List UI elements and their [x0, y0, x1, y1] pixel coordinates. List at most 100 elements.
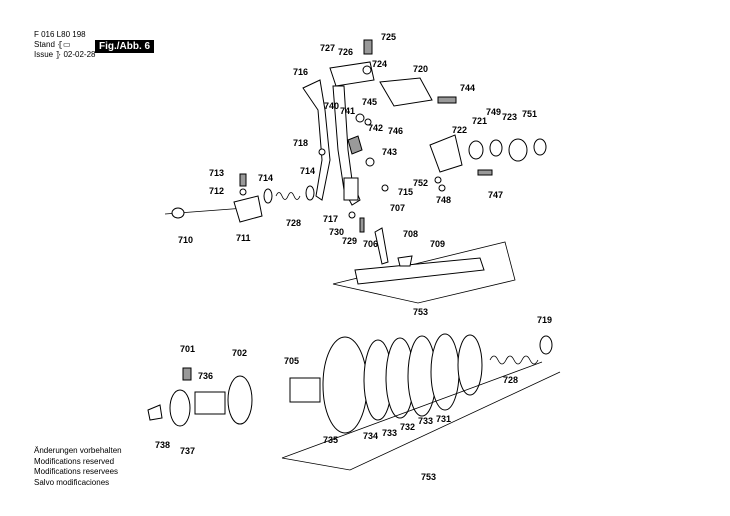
spring-728a — [275, 192, 301, 200]
drum-705 — [322, 336, 368, 434]
label-735: 735 — [323, 435, 338, 445]
label-711: 711 — [236, 233, 251, 243]
shaft-753-assembly — [332, 227, 516, 304]
label-706: 706 — [363, 239, 378, 249]
label-717: 717 — [323, 214, 338, 224]
label-701: 701 — [180, 344, 195, 354]
label-712: 712 — [209, 186, 224, 196]
washer-745 — [355, 113, 365, 123]
washer-712 — [239, 188, 247, 196]
ring-721 — [468, 140, 484, 160]
note-es: Salvo modificaciones — [34, 477, 110, 487]
ring-749 — [489, 139, 503, 157]
label-715: 715 — [398, 187, 413, 197]
washer-719 — [539, 335, 553, 355]
bracket-line-753-lower-2 — [281, 371, 561, 471]
lever-727 — [332, 85, 361, 206]
label-718: 718 — [293, 138, 308, 148]
washer-714a — [263, 188, 273, 204]
screw-713 — [239, 173, 247, 187]
label-724: 724 — [372, 59, 387, 69]
note-de: Änderungen vorbehalten — [34, 446, 122, 455]
stand-row: Stand ⦃▭ — [34, 40, 71, 49]
label-745: 745 — [362, 97, 377, 107]
block-717 — [343, 177, 359, 201]
lower-left-parts — [147, 367, 253, 427]
bracket-line-753-lower — [281, 361, 543, 459]
pin-701 — [182, 367, 192, 381]
shaft-736 — [194, 391, 226, 415]
label-702: 702 — [232, 348, 247, 358]
pin-752 — [434, 176, 442, 184]
bracket-716 — [302, 79, 331, 201]
rod-end — [171, 207, 185, 219]
key-708 — [397, 255, 413, 267]
label-707: 707 — [390, 203, 405, 213]
label-709: 709 — [430, 239, 445, 249]
washer-730 — [348, 211, 356, 219]
label-727: 727 — [320, 43, 335, 53]
note-en: Modifications reserved — [34, 456, 115, 466]
coupling-737 — [169, 389, 191, 427]
label-722: 722 — [452, 125, 467, 135]
label-732: 732 — [400, 422, 415, 432]
label-731: 731 — [436, 414, 451, 424]
label-710: 710 — [178, 235, 193, 245]
bracket-720 — [379, 77, 433, 107]
washer-714b — [305, 185, 315, 201]
label-740: 740 — [324, 101, 339, 111]
label-719: 719 — [537, 315, 552, 325]
pin-718 — [318, 148, 326, 156]
screw-725 — [363, 39, 373, 55]
plate-731 — [457, 334, 483, 396]
washer-724 — [362, 65, 372, 75]
disc-731 — [430, 333, 460, 411]
screw-744 — [437, 96, 457, 104]
label-752: 752 — [413, 178, 428, 188]
label-737: 737 — [180, 446, 195, 456]
ring-723 — [508, 138, 528, 162]
label-705: 705 — [284, 356, 299, 366]
housing-722 — [429, 134, 463, 173]
note-fr: Modifications reservees — [34, 467, 119, 476]
label-730: 730 — [329, 227, 344, 237]
key-707 — [374, 227, 389, 265]
label-749: 749 — [486, 107, 501, 117]
gear-assembly — [281, 333, 561, 471]
label-744: 744 — [460, 83, 475, 93]
document-header: F 016 L80 198 Stand ⦃▭ Issue ⦄ 02-02-28 — [34, 30, 95, 60]
label-728a: 728 — [286, 218, 301, 228]
label-753a: 753 — [413, 307, 428, 317]
label-725: 725 — [381, 32, 396, 42]
label-728b: 728 — [503, 375, 518, 385]
shaft-709 — [354, 257, 485, 285]
label-723: 723 — [502, 112, 517, 122]
coupling-702 — [227, 375, 253, 425]
stand-label: Stand — [34, 40, 55, 49]
label-734: 734 — [363, 431, 378, 441]
upper-bracket-assembly — [302, 39, 457, 233]
label-742: 742 — [368, 123, 383, 133]
spring-728b — [489, 355, 539, 365]
label-748: 748 — [436, 195, 451, 205]
label-733b: 733 — [382, 428, 397, 438]
label-751: 751 — [522, 109, 537, 119]
label-708: 708 — [403, 229, 418, 239]
label-720: 720 — [413, 64, 428, 74]
rod-assembly — [164, 173, 315, 223]
bracket-711 — [233, 195, 263, 223]
label-753b: 753 — [421, 472, 436, 482]
pin-748 — [438, 184, 446, 192]
label-729: 729 — [342, 236, 357, 246]
label-743: 743 — [382, 147, 397, 157]
nut-743 — [365, 157, 375, 167]
ring-751 — [533, 138, 547, 156]
label-736: 736 — [198, 371, 213, 381]
label-733a: 733 — [418, 416, 433, 426]
right-bearing-cluster — [429, 134, 547, 192]
pin-729 — [359, 217, 365, 233]
issue-date: 02-02-28 — [63, 50, 96, 59]
washer-746 — [364, 118, 372, 126]
hub-705 — [289, 377, 321, 403]
